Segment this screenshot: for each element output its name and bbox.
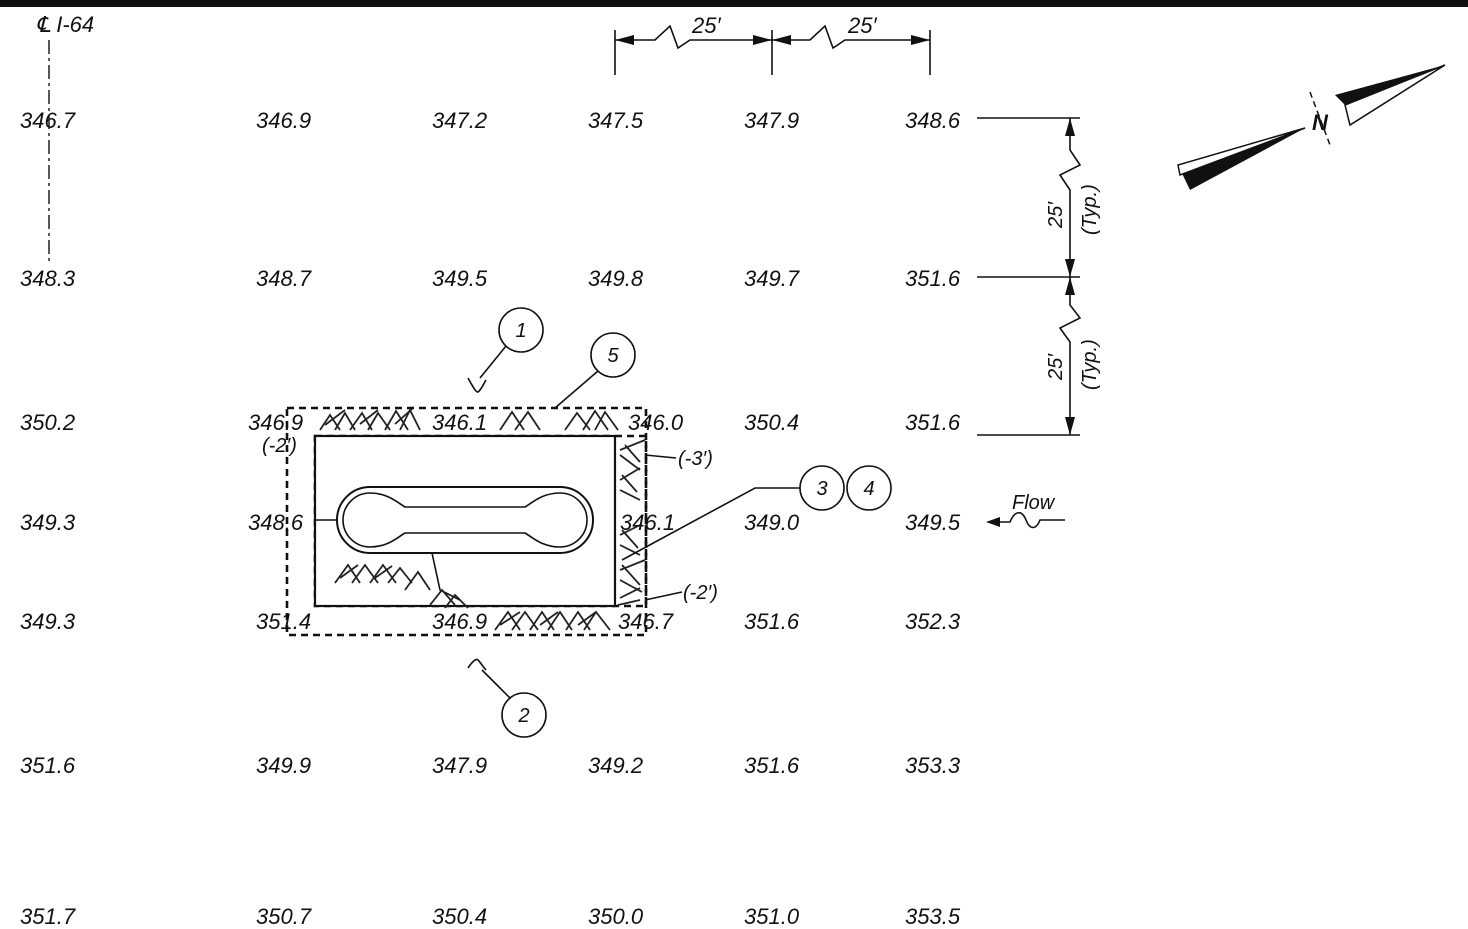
basin-structure	[313, 434, 617, 608]
grid-elev-r5-c5: 353.3	[905, 753, 961, 778]
riprap-top	[319, 407, 619, 431]
callout-4: 4	[846, 465, 892, 511]
flow-arrow-icon	[986, 517, 1000, 527]
north-label: N	[1312, 110, 1329, 135]
grid-elev-r0-c2: 347.2	[432, 108, 487, 133]
grid-elev-r6-c2: 350.4	[432, 904, 487, 929]
inlet-outline-outer	[336, 486, 594, 554]
flow-label: Flow	[1012, 492, 1056, 514]
svg-text:5: 5	[607, 345, 619, 367]
dim-h-1: 25′	[691, 13, 721, 38]
grid-elev-r4-c5: 352.3	[905, 609, 961, 634]
svg-text:2: 2	[517, 705, 529, 727]
grid-elev-r2-c5: 351.6	[905, 410, 961, 435]
elevation-grid: 346.7 346.9 347.2 347.5 347.9 348.6 348.…	[20, 108, 961, 929]
grid-elev-r5-c3: 349.2	[588, 753, 643, 778]
dim-v-2: 25′	[1045, 353, 1067, 381]
grid-elev-r1-c4: 349.7	[744, 266, 800, 291]
struct-elev-mid-right: 346.1	[620, 510, 675, 535]
struct-elev-bottom-left: 351.4	[256, 609, 311, 634]
svg-text:1: 1	[515, 320, 526, 342]
grid-elev-r5-c0: 351.6	[20, 753, 76, 778]
grid-elev-r4-c4: 351.6	[744, 609, 800, 634]
dim-v-1: 25′	[1045, 201, 1067, 229]
grid-elev-r2-c0: 350.2	[20, 410, 75, 435]
dim-v-2-typ: (Typ.)	[1079, 339, 1101, 390]
grid-elev-r2-c4: 350.4	[744, 410, 799, 435]
grid-elev-r0-c1: 346.9	[256, 108, 311, 133]
struct-elev-top-left: 346.9	[248, 410, 303, 435]
outer-dashed-limit	[285, 406, 648, 637]
grid-elev-r5-c1: 349.9	[256, 753, 311, 778]
grid-elev-r5-c2: 347.9	[432, 753, 487, 778]
grid-elev-r3-c4: 349.0	[744, 510, 800, 535]
struct-elev-bottom-mid: 346.9	[432, 609, 487, 634]
grid-elev-r1-c2: 349.5	[432, 266, 488, 291]
vertical-dimension: 25′ (Typ.) 25′ (Typ.)	[977, 117, 1101, 436]
grid-elev-r1-c1: 348.7	[256, 266, 312, 291]
depth-note-right-bottom: (-2′)	[683, 582, 718, 604]
callout-5: 5	[554, 332, 636, 409]
horizontal-dimension: 25′ 25′	[614, 13, 931, 75]
riprap-right	[617, 439, 646, 606]
centerline-label: ℄ I-64	[36, 12, 94, 37]
struct-elev-top-mid: 346.1	[432, 410, 487, 435]
grid-elev-r5-c4: 351.6	[744, 753, 800, 778]
riprap-bottom	[429, 588, 611, 631]
dim-h-2: 25′	[847, 13, 877, 38]
depth-note-right-top: (-3′)	[678, 448, 713, 470]
grid-elev-r3-c5: 349.5	[905, 510, 961, 535]
dim-v-1-typ: (Typ.)	[1079, 184, 1101, 235]
svg-text:3: 3	[816, 478, 827, 500]
grid-elev-r0-c5: 348.6	[905, 108, 961, 133]
callout-2: 2	[467, 658, 547, 738]
grid-elev-r4-c0: 349.3	[20, 609, 76, 634]
callout-1: 1	[467, 307, 544, 393]
grid-elev-r6-c0: 351.7	[20, 904, 76, 929]
grid-elev-r3-c0: 349.3	[20, 510, 76, 535]
grid-elev-r6-c4: 351.0	[744, 904, 800, 929]
grid-elev-r0-c3: 347.5	[588, 108, 644, 133]
svg-text:4: 4	[863, 478, 874, 500]
grid-elev-r1-c0: 348.3	[20, 266, 76, 291]
grid-elev-r6-c5: 353.5	[905, 904, 961, 929]
inlet-outline-inner	[342, 492, 588, 548]
grid-elev-r1-c5: 351.6	[905, 266, 961, 291]
grid-elev-r0-c0: 346.7	[20, 108, 76, 133]
depth-note-top-left: (-2′)	[262, 435, 297, 457]
flow-indicator: Flow	[986, 492, 1065, 529]
struct-elev-mid-left: 348.6	[248, 510, 304, 535]
grid-elev-r0-c4: 347.9	[744, 108, 799, 133]
north-arrow-icon: N	[1177, 64, 1446, 190]
callout-3: 3	[621, 465, 845, 561]
riprap-inner	[334, 563, 431, 591]
top-border	[0, 0, 1468, 7]
grid-elev-r1-c3: 349.8	[588, 266, 644, 291]
grid-elev-r6-c3: 350.0	[588, 904, 644, 929]
struct-elev-bottom-right: 346.7	[618, 609, 674, 634]
grid-elev-r6-c1: 350.7	[256, 904, 312, 929]
struct-elev-top-right: 346.0	[628, 410, 684, 435]
